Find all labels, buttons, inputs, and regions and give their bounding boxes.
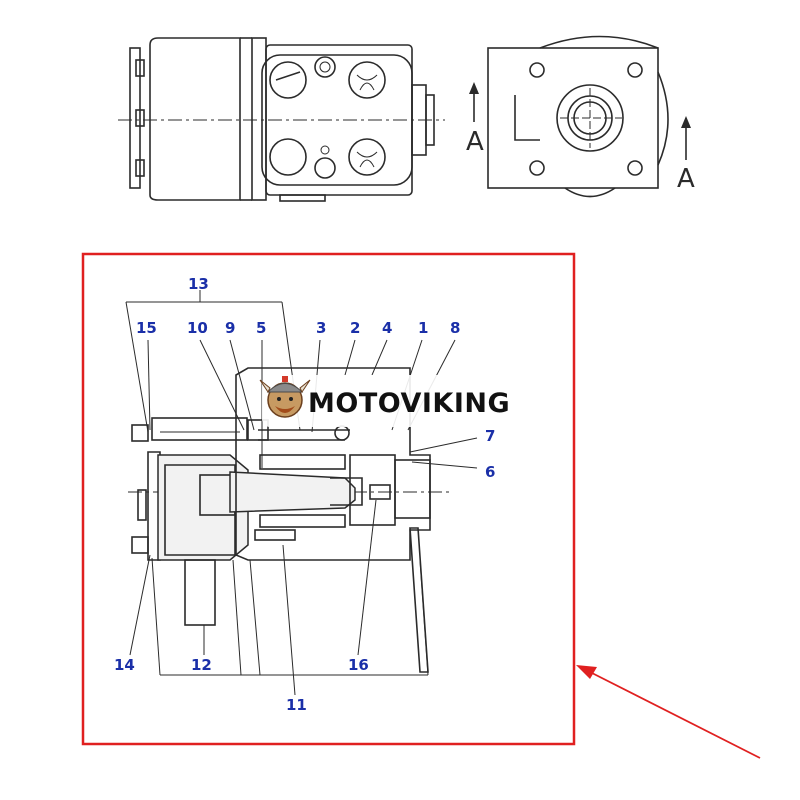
brand-name: MOTOVIKING (308, 388, 510, 419)
callout-10: 10 (187, 319, 208, 337)
viking-helmet-icon (259, 376, 311, 418)
callout-7: 7 (485, 427, 495, 445)
callout-3: 3 (316, 319, 326, 337)
callout-9: 9 (225, 319, 235, 337)
callout-14: 14 (114, 656, 135, 674)
callout-1: 1 (418, 319, 428, 337)
section-marker-left: A (466, 127, 484, 157)
callout-11: 11 (286, 696, 307, 714)
watermark: MOTOVIKING (259, 375, 534, 427)
top-end-view: A A (466, 35, 695, 198)
top-side-view (118, 37, 445, 202)
callout-12: 12 (191, 656, 212, 674)
callout-labels: 13 15 10 9 5 3 2 4 1 8 7 6 14 12 16 11 (114, 275, 495, 714)
section-marker-right: A (677, 164, 695, 194)
callout-4: 4 (382, 319, 392, 337)
callout-5: 5 (256, 319, 266, 337)
callout-8: 8 (450, 319, 460, 337)
section-view (128, 367, 450, 673)
callout-16: 16 (348, 656, 369, 674)
callout-2: 2 (350, 319, 360, 337)
callout-13: 13 (188, 275, 209, 293)
pointer-arrow (576, 665, 761, 759)
highlight-frame (81, 252, 576, 746)
callout-6: 6 (485, 463, 495, 481)
callout-15: 15 (136, 319, 157, 337)
